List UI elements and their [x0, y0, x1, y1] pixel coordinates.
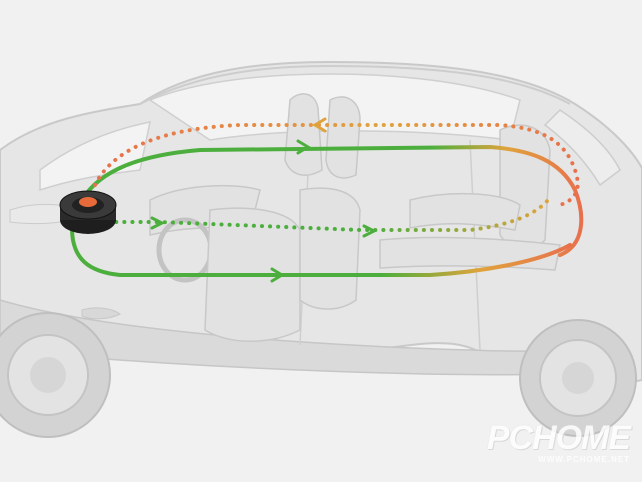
watermark-url: WWW.PCHOME.NET	[538, 455, 630, 464]
return-air-dotted-top	[93, 123, 580, 207]
air-purifier-device	[59, 190, 117, 234]
front-wheel	[0, 312, 111, 438]
clean-air-bottom-stream	[70, 226, 572, 277]
arrow-dotted-top	[312, 117, 327, 133]
arrow-dotted-mid-2	[362, 224, 378, 238]
watermark-logo: PCHOME	[486, 419, 631, 457]
clean-air-dotted-middle	[98, 198, 550, 232]
arrow-bottom	[270, 267, 285, 283]
clean-air-top-stream	[80, 144, 584, 257]
airflow-paths	[70, 117, 584, 283]
pchome-watermark: PCHOME WWW.PCHOME.NET	[486, 419, 631, 464]
rear-wheel	[519, 319, 637, 437]
arrow-top	[296, 139, 311, 155]
arrow-dotted-mid-1	[150, 216, 166, 230]
